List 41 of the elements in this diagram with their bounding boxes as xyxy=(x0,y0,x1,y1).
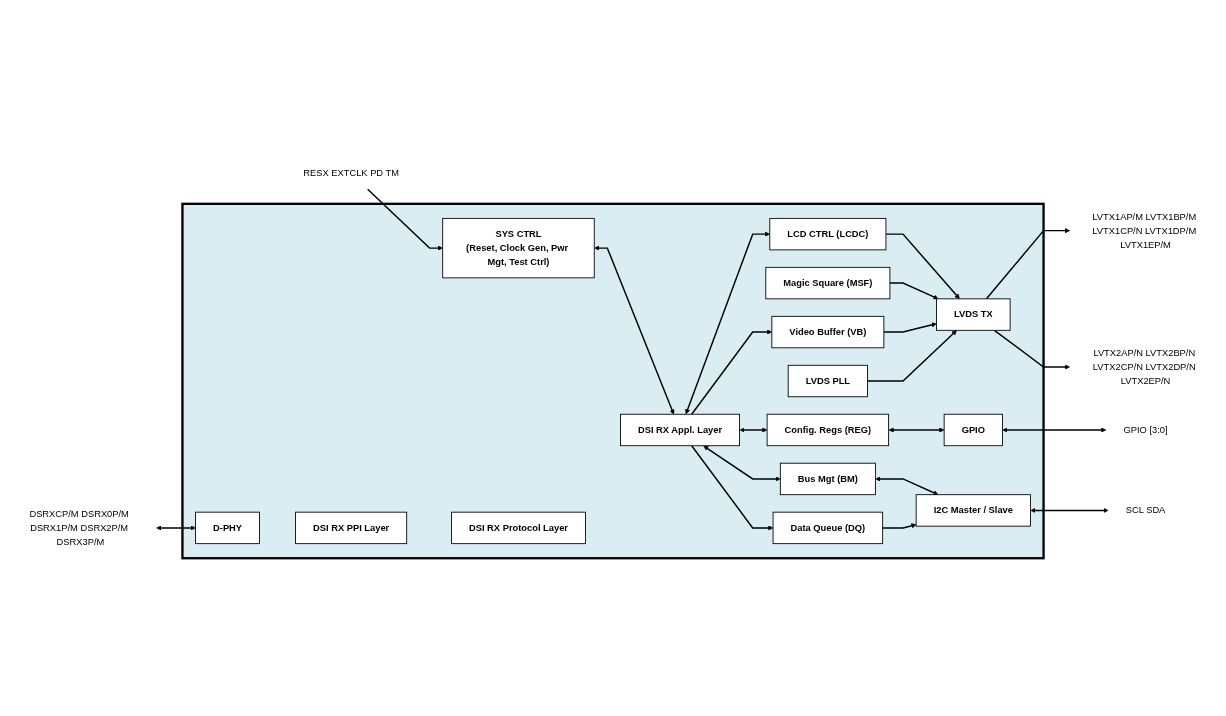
arrow xyxy=(685,231,771,415)
node-box: DSI RX Appl. Layer xyxy=(620,413,740,447)
node-box: D-PHY xyxy=(195,511,260,545)
node-box: GPIO xyxy=(943,413,1003,447)
arrow xyxy=(156,525,196,531)
arrow xyxy=(1002,427,1107,433)
arrow xyxy=(888,427,945,433)
arrow xyxy=(594,245,675,415)
node-box: Data Queue (DQ) xyxy=(772,511,884,545)
arrow xyxy=(883,322,937,333)
node-box: SYS CTRL (Reset, Clock Gen, Pwr Mgt, Test Ctrl) xyxy=(442,217,595,279)
arrow xyxy=(875,476,939,496)
arrow xyxy=(366,188,443,251)
node-box: LVDS TX xyxy=(936,298,1011,331)
node-box: Bus Mgt (BM) xyxy=(779,462,876,496)
node-box: DSI RX PPI Layer xyxy=(295,511,408,545)
node-text: LVTX1AP/M LVTX1BP/M LVTX1CP/N LVTX1DP/M LVTX1EP/M xyxy=(1092,211,1197,250)
arrow xyxy=(739,427,768,433)
arrow xyxy=(691,445,774,531)
cluster xyxy=(181,202,1045,560)
arrow xyxy=(1030,507,1109,513)
node-box: Magic Square (MSF) xyxy=(765,266,891,300)
arrow xyxy=(993,329,1070,370)
node-text: LVTX2AP/N LVTX2BP/N LVTX2CP/N LVTX2DP/N LVTX2EP/N xyxy=(1092,347,1196,386)
arrow xyxy=(885,233,960,300)
node-box: LCD CTRL (LCDC) xyxy=(769,217,887,251)
node-text: RESX EXTCLK PD TM xyxy=(303,168,399,179)
node-text: SCL SDA xyxy=(1125,505,1166,516)
node-text: GPIO [3:0] xyxy=(1123,424,1168,435)
arrow xyxy=(703,445,781,482)
node-box: LVDS PLL xyxy=(787,364,868,398)
node-box: I2C Master / Slave xyxy=(915,494,1031,527)
arrow xyxy=(889,282,939,300)
arrow xyxy=(985,228,1070,300)
node-text: DSRXCP/M DSRX0P/M DSRX1P/M DSRX2P/M DSRX3P/M xyxy=(29,508,129,547)
arrow xyxy=(881,523,917,529)
node-box: DSI RX Protocol Layer xyxy=(451,511,586,545)
arrow xyxy=(866,330,957,382)
node-box: Config. Regs (REG) xyxy=(766,413,890,447)
node-box: Video Buffer (VB) xyxy=(771,315,885,349)
arrow xyxy=(691,329,773,415)
